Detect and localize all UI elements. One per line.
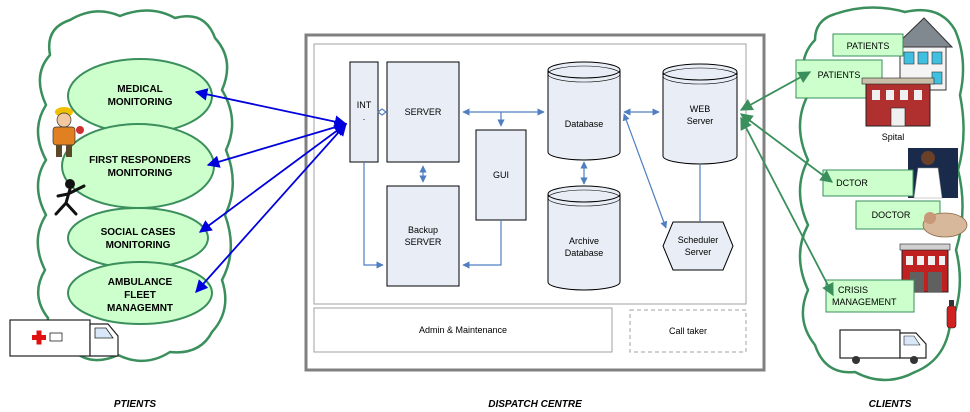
database-scheduler-link	[622, 113, 668, 229]
scheduler-label-line2: Server	[685, 247, 712, 257]
module-first-responders-line1: FIRST RESPONDERS	[89, 155, 191, 166]
hospital-icon	[861, 77, 935, 127]
patient-care-icon	[922, 212, 968, 238]
int-dot: .	[363, 112, 366, 122]
web-label-line2: Server	[687, 116, 714, 126]
inner-connectors	[363, 108, 701, 269]
int-server-diamond	[377, 108, 387, 116]
patients-caption: PTIENTS	[114, 399, 157, 410]
gui-box: GUI	[475, 129, 527, 221]
module-ambulance-line3: MANAGEMNT	[107, 303, 173, 314]
house-icon	[892, 17, 954, 91]
patients-box-1: PATIENTS	[832, 33, 904, 57]
doctor-label-2: DOCTOR	[872, 210, 911, 220]
emergency-van-icon	[839, 329, 927, 364]
patient-links	[194, 88, 348, 293]
first-responder-figure-icon	[54, 179, 86, 216]
admin-maintenance-label: Admin & Maintenance	[419, 325, 507, 335]
web-label-line1: WEB	[690, 104, 711, 114]
ambulance-int-arrow	[195, 123, 347, 293]
module-social-line2: MONITORING	[106, 240, 171, 251]
doctor-box-1: DCTOR	[822, 169, 914, 197]
server-box: SERVER	[386, 61, 460, 163]
ambulance-icon	[9, 319, 119, 357]
int-label: INT	[357, 100, 372, 110]
module-ambulance-line1: AMBULANCE	[108, 277, 173, 288]
module-social-cases: SOCIAL CASES MONITORING	[67, 207, 209, 269]
database-label: Database	[565, 119, 604, 129]
rescuer-figure-icon	[52, 107, 84, 157]
backup-label-line1: Backup	[408, 225, 438, 235]
module-first-responders-line2: MONITORING	[108, 168, 173, 179]
client-links	[739, 71, 834, 297]
archive-database-cylinder: Archive Database	[547, 185, 621, 291]
doctor-icon	[908, 148, 958, 199]
module-ambulance-line2: FLEET	[124, 290, 156, 301]
module-ambulance-fleet: AMBULANCE FLEET MANAGEMNT	[67, 261, 213, 325]
archive-label-line2: Database	[565, 248, 604, 258]
web-server-cylinder: WEB Server	[662, 63, 738, 165]
module-medical-line1: MEDICAL	[117, 84, 163, 95]
module-first-responders: FIRST RESPONDERS MONITORING	[61, 123, 215, 209]
module-medical-monitoring: MEDICAL MONITORING	[67, 58, 213, 134]
scheduler-server-hexagon: Scheduler Server	[662, 221, 734, 271]
crisis-label-line1: CRISIS	[838, 285, 868, 295]
medical-int-arrow	[194, 88, 348, 128]
admin-maintenance-box: Admin & Maintenance	[313, 307, 613, 353]
doctor-label-1: DCTOR	[836, 178, 868, 188]
fire-extinguisher-icon	[946, 300, 957, 329]
patients-label-1: PATIENTS	[847, 41, 890, 51]
database-cylinder: Database	[547, 61, 621, 161]
clients-caption: CLIENTS	[869, 399, 912, 410]
crisis-management-box: CRISIS MANAGEMENT	[825, 279, 915, 313]
backup-label-line2: SERVER	[405, 237, 442, 247]
archive-label-line1: Archive	[569, 236, 599, 246]
crisis-label-line2: MANAGEMENT	[832, 297, 897, 307]
web-patients-arrow	[739, 71, 812, 111]
dispatch-centre-caption: DISPATCH CENTRE	[488, 399, 582, 410]
module-medical-line2: MONITORING	[108, 97, 173, 108]
web-crisis-arrow	[740, 116, 834, 297]
int-box: INT .	[349, 61, 379, 163]
server-label: SERVER	[405, 107, 442, 117]
patients-label-2: PATIENTS	[818, 70, 861, 80]
scheduler-label-line1: Scheduler	[678, 235, 719, 245]
module-social-line1: SOCIAL CASES	[101, 227, 176, 238]
spital-label: Spital	[882, 132, 905, 142]
gui-label: GUI	[493, 170, 509, 180]
backup-server-box: Backup SERVER	[386, 185, 460, 287]
int-backup-link	[363, 162, 384, 269]
gui-backup-link	[462, 220, 502, 269]
call-taker-box: Call taker	[629, 309, 747, 353]
call-taker-label: Call taker	[669, 326, 707, 336]
